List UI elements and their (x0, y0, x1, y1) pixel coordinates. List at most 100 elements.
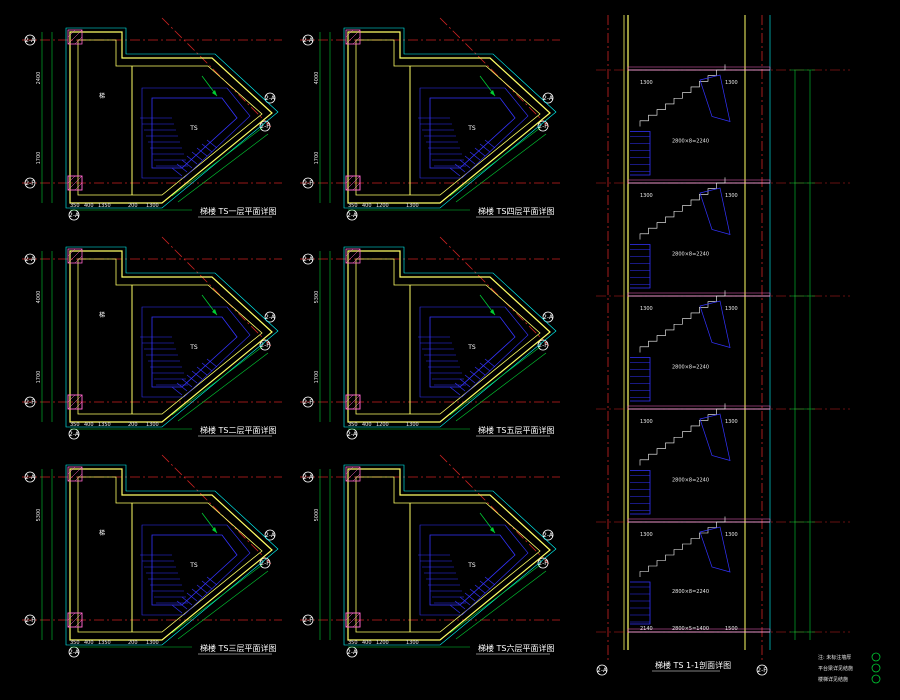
dim-text-left: 4000 (36, 291, 42, 304)
stair-tread (464, 374, 476, 384)
dim-text-bottom: 1300 (146, 640, 159, 646)
stair-tread (459, 378, 471, 388)
stair-tread (186, 155, 198, 165)
dim-text-bottom: 200 (128, 640, 138, 646)
section-dim-text: 1300 (640, 306, 653, 312)
dim-text-bottom: 350 (70, 203, 80, 209)
section-axis-bubble-left (596, 664, 608, 676)
axis-bubble-diag-2-label: 2-F (538, 123, 548, 130)
column-hatch (345, 29, 354, 38)
column-hatch (67, 29, 76, 38)
axis-bubble-bottom (24, 177, 36, 189)
axis-bubble-top-label: 2-A (25, 37, 36, 44)
stair-tread (469, 588, 481, 598)
room-label: 梯 (99, 311, 105, 319)
dim-text-bottom: 1200 (376, 422, 389, 428)
stair-tread (171, 386, 183, 396)
dim-text-bottom: 1350 (98, 640, 111, 646)
stair-rail-blue (699, 413, 731, 461)
axis-bubble-bottom (24, 396, 36, 408)
stair-well (151, 534, 238, 606)
axis-bubble-top-label: 2-A (303, 474, 314, 481)
dim-text-bottom: 350 (348, 422, 358, 428)
stair-well (429, 97, 516, 169)
dim-text-bottom: 1300 (406, 422, 419, 428)
axis-bubble-diag (264, 92, 276, 104)
plan-title: 梯楼 TS二层平面详图 (200, 425, 277, 435)
plan-exterior-wall (69, 31, 273, 204)
axis-bubble-diag-label: 2-A (265, 95, 276, 102)
stair-well (151, 97, 238, 169)
stair-tread (479, 580, 491, 590)
column-hatch (345, 466, 361, 482)
axis-bubble-diag (264, 311, 276, 323)
stair-label: TS (189, 344, 198, 351)
section-dim-text: 1300 (640, 419, 653, 425)
plan-axis-line (439, 17, 551, 129)
plan-axis-line (439, 454, 551, 566)
dim-text-bottom: 400 (84, 203, 94, 209)
axis-bubble-bottom (24, 614, 36, 626)
stair-well (151, 316, 238, 388)
legend-text: 平台梁详见结施 (818, 665, 853, 672)
stair-tread (479, 143, 491, 153)
dim-line-diag-2 (455, 570, 547, 640)
dim-text-bottom: 200 (128, 203, 138, 209)
stair-flight (140, 306, 251, 398)
dim-line-diag-2 (177, 352, 269, 422)
stair-outline (141, 306, 251, 398)
stair-flight (418, 87, 529, 179)
stair-tread (171, 167, 183, 177)
direction-arrow-head (212, 90, 217, 96)
axis-bubble-bottom-grid-label: 2-A (347, 431, 358, 438)
axis-bubble-bottom (302, 614, 314, 626)
plan-exterior-wall (69, 468, 273, 641)
stair-rail-blue (699, 300, 731, 348)
dim-line-diag (171, 564, 263, 634)
stair-tread (206, 576, 218, 586)
axis-bubble-diag (542, 311, 554, 323)
plan-interior-wall (355, 258, 541, 415)
stair-tread (449, 386, 461, 396)
axis-bubble-bottom (302, 177, 314, 189)
axis-bubble-diag-2-label: 2-F (538, 342, 548, 349)
dim-text-bottom: 1300 (146, 203, 159, 209)
dim-text-left: 4000 (314, 72, 320, 85)
section-dim-text: 1300 (725, 532, 738, 538)
axis-bubble-diag-label: 2-A (543, 532, 554, 539)
dim-text-bottom: 1300 (406, 203, 419, 209)
plan-exterior-wall (347, 31, 551, 204)
floor-slab-hatch (627, 292, 771, 297)
section-dim-text: 1300 (725, 419, 738, 425)
axis-bubble-top-label: 2-A (303, 256, 314, 263)
stair-well (429, 534, 516, 606)
stair-tread (191, 151, 203, 161)
dim-text-left: 1700 (36, 371, 42, 384)
axis-bubble-bottom-label: 2-F (303, 617, 313, 624)
axis-bubble-diag (542, 529, 554, 541)
column-hatch (345, 29, 361, 45)
stair-tread (191, 370, 203, 380)
stair-tread (206, 358, 218, 368)
plan-outline (65, 246, 279, 428)
axis-bubble-bottom-grid-label: 2-A (69, 431, 80, 438)
plan-title: 梯楼 TS四层平面详图 (478, 206, 555, 216)
axis-bubble-diag-2 (537, 339, 549, 351)
stair-flight (140, 524, 251, 616)
section-axis-bubble-right-label: 2-F (757, 667, 767, 674)
column-hatch (67, 394, 83, 410)
plan-title: 梯楼 TS五层平面详图 (478, 425, 555, 435)
dim-line-diag (449, 346, 541, 416)
column-hatch (67, 466, 83, 482)
dim-text-bottom: 1350 (98, 422, 111, 428)
floor-slab-hatch (627, 179, 771, 184)
legend-text: 注: 未标注墙厚 (818, 654, 851, 661)
stair-flight-section (639, 516, 726, 577)
dim-text-left: 5000 (314, 509, 320, 522)
dim-text-bottom: 1300 (146, 422, 159, 428)
